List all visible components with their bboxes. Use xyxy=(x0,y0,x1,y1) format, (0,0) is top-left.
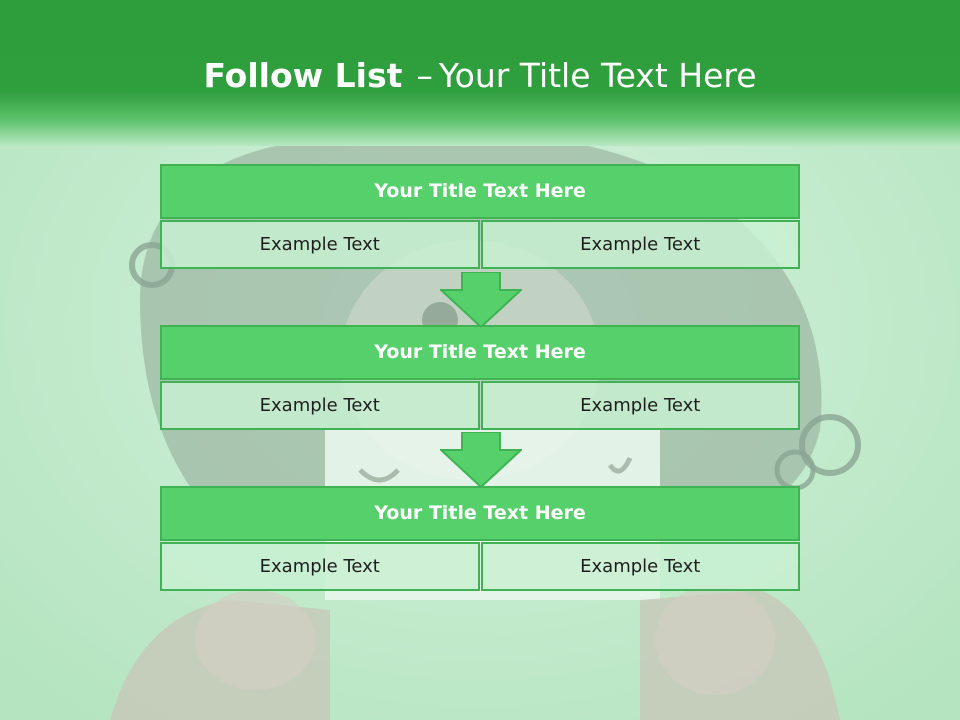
step-cell-right: Example Text xyxy=(480,381,800,430)
down-arrow-icon xyxy=(440,432,522,488)
slide-title: Follow List–Your Title Text Here xyxy=(0,52,960,100)
step-title: Your Title Text Here xyxy=(160,486,800,541)
title-dash: – xyxy=(416,56,433,95)
header-bar xyxy=(0,0,960,146)
step-block-3: Your Title Text Here Example Text Exampl… xyxy=(160,486,800,591)
down-arrow-icon xyxy=(440,272,522,328)
step-cell-left: Example Text xyxy=(160,381,480,430)
step-cell-left: Example Text xyxy=(160,220,480,269)
step-block-2: Your Title Text Here Example Text Exampl… xyxy=(160,325,800,430)
step-block-1: Your Title Text Here Example Text Exampl… xyxy=(160,164,800,269)
step-row: Example Text Example Text xyxy=(160,381,800,430)
step-title: Your Title Text Here xyxy=(160,325,800,380)
step-cell-right: Example Text xyxy=(480,220,800,269)
step-cell-left: Example Text xyxy=(160,542,480,591)
title-rest-part: Your Title Text Here xyxy=(438,56,757,95)
step-cell-right: Example Text xyxy=(480,542,800,591)
step-row: Example Text Example Text xyxy=(160,542,800,591)
title-bold-part: Follow List xyxy=(203,56,403,95)
step-row: Example Text Example Text xyxy=(160,220,800,269)
step-title: Your Title Text Here xyxy=(160,164,800,219)
